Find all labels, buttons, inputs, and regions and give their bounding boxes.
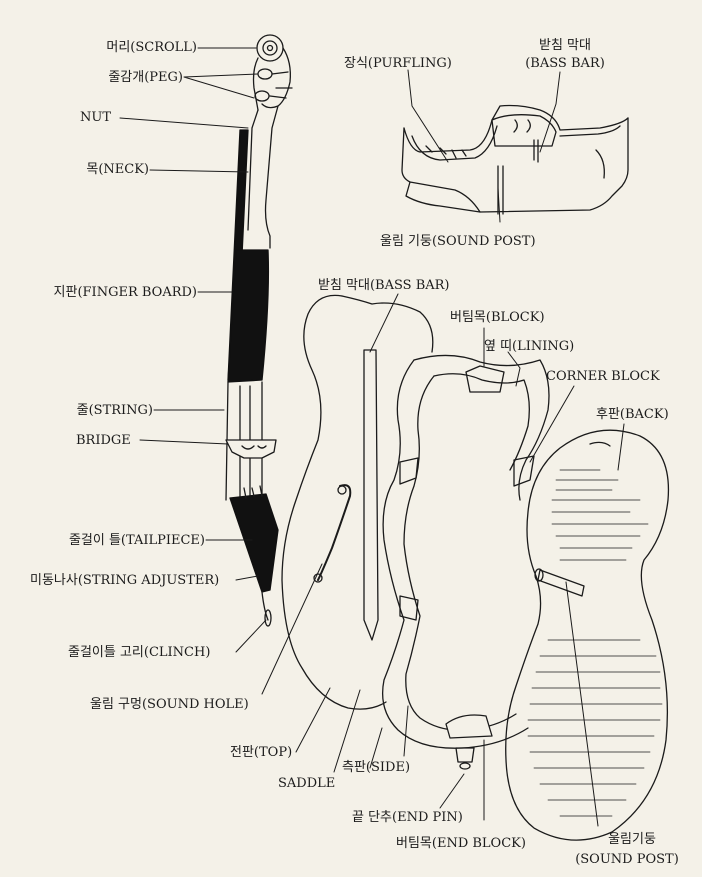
label-bass-bar-top-kr: 받침 막대	[515, 38, 615, 53]
label-back: 후판(BACK)	[596, 407, 669, 422]
label-fingerboard: 지판(FINGER BOARD)	[54, 285, 197, 300]
label-string: 줄(STRING)	[77, 403, 153, 418]
label-bass-bar-top-en: (BASS BAR)	[505, 56, 625, 71]
label-scroll: 머리(SCROLL)	[106, 40, 197, 55]
label-sound-post-bottom-en: (SOUND POST)	[562, 852, 692, 867]
label-peg: 줄감개(PEG)	[108, 70, 183, 85]
label-tailpiece: 줄걸이 틀(TAILPIECE)	[69, 533, 205, 548]
label-corner-block: CORNER BLOCK	[546, 369, 660, 384]
label-nut: NUT	[80, 110, 111, 125]
top-plate-drawing	[282, 295, 433, 709]
label-clinch: 줄걸이틀 고리(CLINCH)	[68, 645, 210, 660]
cross-section-drawing	[402, 106, 628, 215]
label-purfling: 장식(PURFLING)	[344, 56, 452, 71]
label-sound-post-top: 울림 기둥(SOUND POST)	[380, 234, 536, 249]
back-plate-drawing	[506, 430, 669, 840]
label-bass-bar-mid: 받침 막대(BASS BAR)	[318, 278, 450, 293]
label-side: 측판(SIDE)	[342, 760, 410, 775]
label-top: 전판(TOP)	[230, 745, 292, 760]
label-neck: 목(NECK)	[86, 162, 149, 177]
label-end-pin: 끝 단추(END PIN)	[352, 810, 463, 825]
label-sound-post-bottom-kr: 울림기둥	[572, 832, 692, 847]
label-sound-hole: 울림 구멍(SOUND HOLE)	[90, 697, 249, 712]
label-string-adjuster: 미동나사(STRING ADJUSTER)	[30, 573, 219, 588]
violin-side-view	[226, 35, 292, 626]
label-saddle: SADDLE	[278, 776, 335, 791]
label-lining: 옆 띠(LINING)	[484, 339, 574, 354]
label-bridge: BRIDGE	[76, 433, 131, 448]
label-block: 버팀목(BLOCK)	[450, 310, 545, 325]
label-end-block: 버팀목(END BLOCK)	[396, 836, 526, 851]
